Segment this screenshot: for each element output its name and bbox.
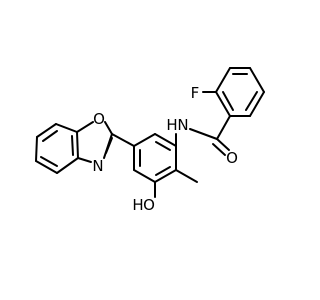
- benzoxazole: [35, 121, 113, 174]
- atom-label-hydroxyl-oxygen: O: [143, 196, 155, 214]
- bond-o-c7a: [76, 121, 94, 133]
- bond-c7a-c3a: [76, 131, 79, 159]
- atom-label-amide-hydrogen: H: [166, 116, 177, 134]
- atom-label-fluorine: F: [191, 84, 200, 102]
- bond: [36, 123, 57, 138]
- bond-double-inner: [71, 135, 74, 156]
- bond: [154, 169, 177, 183]
- bond: [133, 169, 156, 183]
- bond: [215, 91, 231, 117]
- bond-c3a-n: [77, 157, 92, 163]
- bond: [133, 133, 156, 147]
- bond-c-o-double: [212, 143, 226, 156]
- central-phenyl-ring: [133, 133, 177, 183]
- atom-label-hydroxyl-hydrogen: H: [132, 196, 143, 214]
- bond: [249, 67, 265, 93]
- bond: [215, 67, 231, 93]
- bond: [249, 91, 265, 117]
- bond-c2-o: [104, 121, 113, 135]
- bond-double-inner: [40, 156, 58, 167]
- atom-label-oxazole-oxygen: O: [93, 110, 105, 128]
- bond-double-inner: [155, 166, 171, 176]
- bond-double-inner: [105, 137, 113, 154]
- bond-double-inner: [245, 91, 258, 111]
- bond-c-o-double: [216, 138, 230, 151]
- structure-canvas: F H N O O N H O: [35, 67, 265, 214]
- bond: [56, 157, 79, 174]
- bond: [35, 160, 58, 174]
- bond: [154, 133, 177, 147]
- bond-double-inner: [42, 130, 58, 142]
- bond: [55, 123, 78, 133]
- bond: [216, 115, 231, 140]
- bond: [111, 133, 135, 147]
- bond-double-inner: [222, 91, 234, 111]
- bond-methyl: [175, 169, 198, 183]
- bond-c-n: [189, 128, 218, 140]
- molecule-drawing: F H N O O N H O: [35, 67, 265, 214]
- atom-label-amide-nitrogen: N: [177, 116, 188, 134]
- atom-label-carbonyl-oxygen: O: [226, 149, 238, 167]
- fluorophenyl-ring: [215, 67, 265, 117]
- bond: [35, 136, 38, 162]
- bond-double-inner: [155, 141, 171, 151]
- atom-label-oxazole-nitrogen: N: [92, 157, 103, 175]
